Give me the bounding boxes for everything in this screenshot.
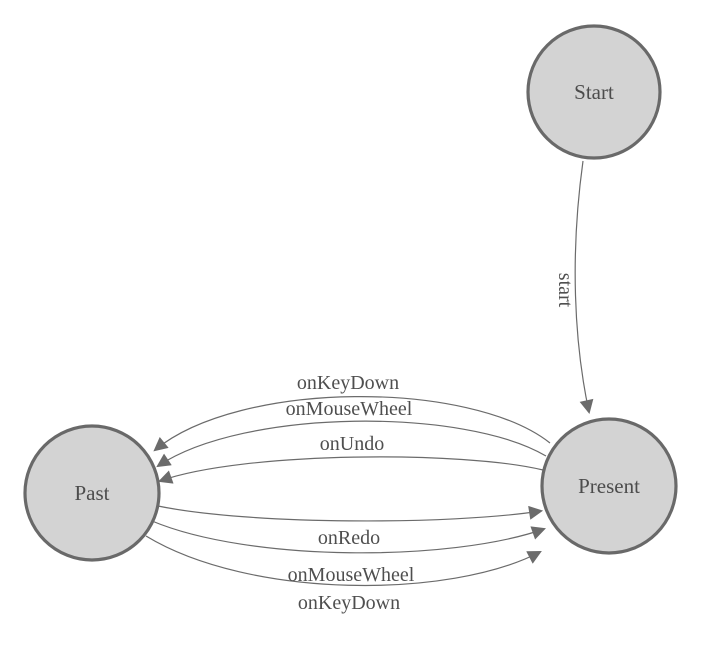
node-present-label: Present [578,474,640,498]
edge-label-onredo: onRedo [318,527,380,549]
node-start-circle [526,24,662,160]
edge-past-to-present-onkeydown [145,535,542,587]
edge-past-to-present-onredo [157,505,544,522]
node-past: Past [23,424,161,562]
edge-label-onkeydown-bottom: onKeyDown [298,592,400,614]
node-past-label: Past [74,481,109,505]
edge-start-to-present [574,160,594,415]
edge-past-to-present-onmousewheel [151,520,546,554]
edge-label-onkeydown-top: onKeyDown [297,372,399,394]
edge-label-start: start [554,273,576,308]
node-present-circle [540,417,678,555]
edge-present-to-past-onkeydown [153,396,551,452]
node-present: Present [540,417,678,555]
edge-label-onundo: onUndo [320,433,384,455]
edge-present-to-past-onundo [158,456,544,484]
node-past-circle [23,424,161,562]
edge-label-onmousewheel-bottom: onMouseWheel [288,564,415,586]
node-start-label: Start [574,80,614,104]
node-start: Start [526,24,662,160]
edge-present-to-past-onmousewheel [156,420,547,468]
edge-label-onmousewheel-top: onMouseWheel [286,398,413,420]
